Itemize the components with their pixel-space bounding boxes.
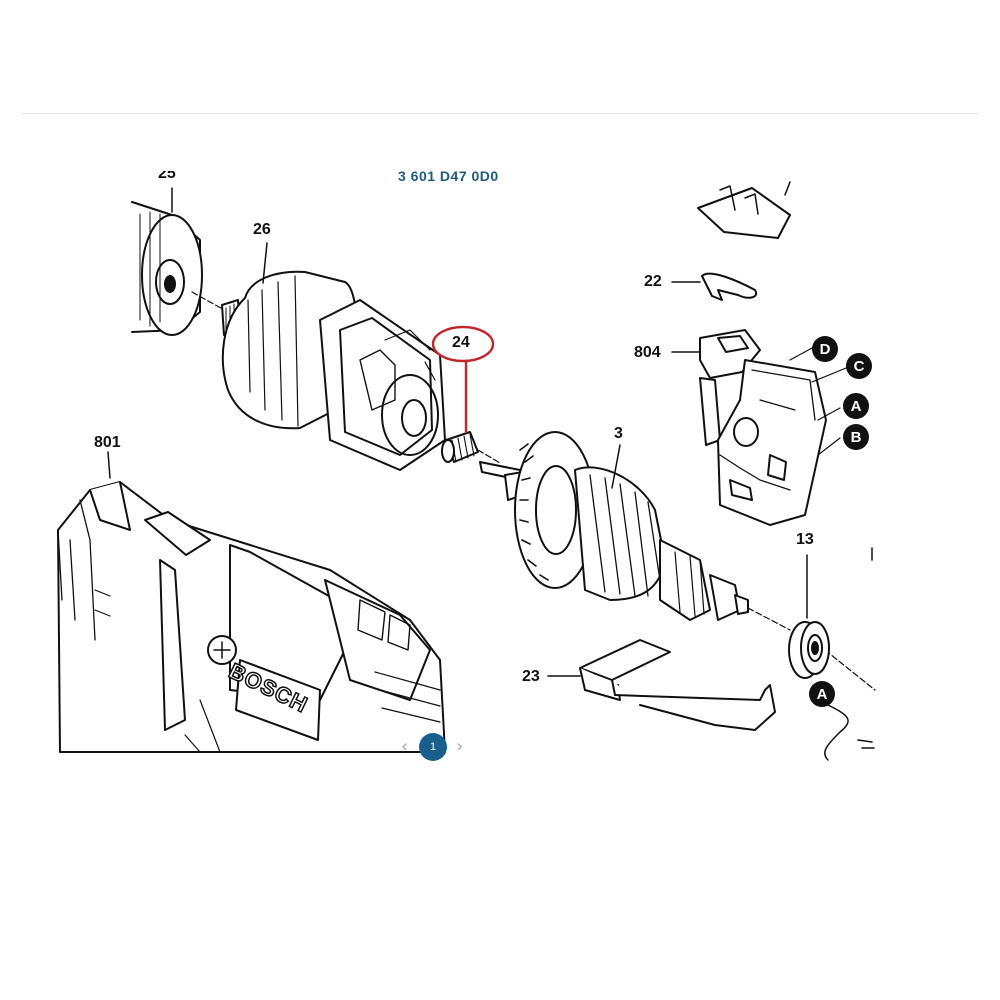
part-25-drawing [131, 187, 203, 336]
part-label-3: 3 [614, 425, 623, 442]
part-804-drawing [671, 329, 847, 526]
connector-b: B [843, 424, 869, 450]
highlight-24 [431, 325, 495, 434]
part-13-drawing [788, 554, 830, 679]
part-label-804: 804 [634, 344, 661, 361]
connector-a-bottom: A [809, 681, 835, 707]
page-divider [22, 113, 978, 114]
part-label-25: 25 [158, 165, 176, 182]
pager-next-arrow[interactable]: › [456, 736, 464, 757]
connector-a-top: A [843, 393, 869, 419]
connector-d: D [812, 336, 838, 362]
part-label-13: 13 [796, 531, 814, 548]
part-23-drawing [547, 639, 776, 731]
pager-current-page[interactable]: 1 [419, 733, 447, 761]
part-label-24: 24 [452, 334, 470, 351]
part-3-drawing [479, 431, 749, 621]
part-label-22: 22 [644, 273, 662, 290]
pager-prev-arrow[interactable]: ‹ [401, 736, 409, 757]
part-22-drawing [671, 181, 791, 301]
connector-c: C [846, 353, 872, 379]
part-26-drawing [221, 242, 446, 471]
document-number: 3 601 D47 0D0 [398, 168, 499, 184]
part-label-801: 801 [94, 434, 121, 451]
part-801-drawing [57, 451, 446, 753]
part-label-23: 23 [522, 668, 540, 685]
part-label-26: 26 [253, 221, 271, 238]
part-24-drawing [441, 431, 479, 463]
